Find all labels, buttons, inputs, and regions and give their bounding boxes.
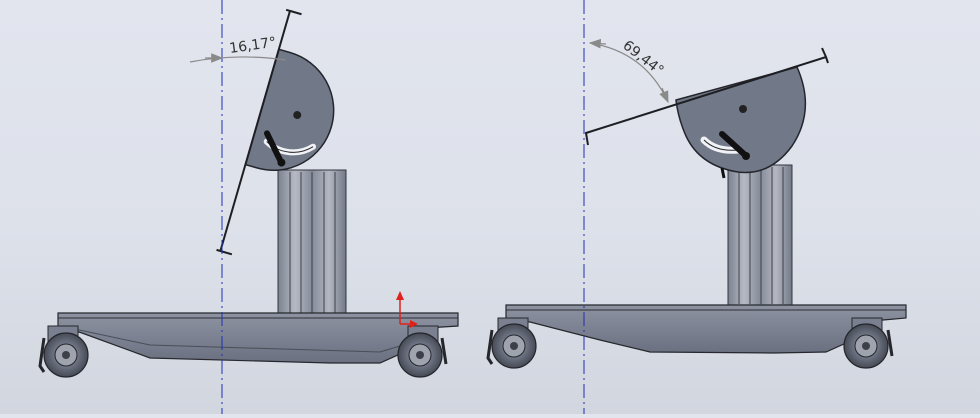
right-cart-front-caster (843, 317, 894, 369)
right-head-disc (675, 66, 807, 174)
left-cart-rear-caster (38, 325, 89, 378)
left-tilt-head (216, 8, 335, 256)
right-monitor-plate (584, 47, 829, 146)
right-cart: 69,44° (486, 0, 907, 414)
left-cart: 16,17° (38, 0, 459, 414)
right-tilt-lock-handle (719, 131, 747, 157)
right-cart-rear-caster (486, 317, 537, 369)
left-angle-label: 16,17° (228, 35, 277, 57)
right-angle-label: 69,44° (620, 38, 667, 80)
left-angle-dimension-arc (189, 56, 287, 63)
right-column (727, 164, 793, 306)
left-tilt-lock-handle (263, 130, 284, 164)
right-tilt-head (584, 47, 829, 179)
coordinate-triad-icon (396, 291, 418, 328)
left-cart-front-caster (397, 325, 448, 378)
